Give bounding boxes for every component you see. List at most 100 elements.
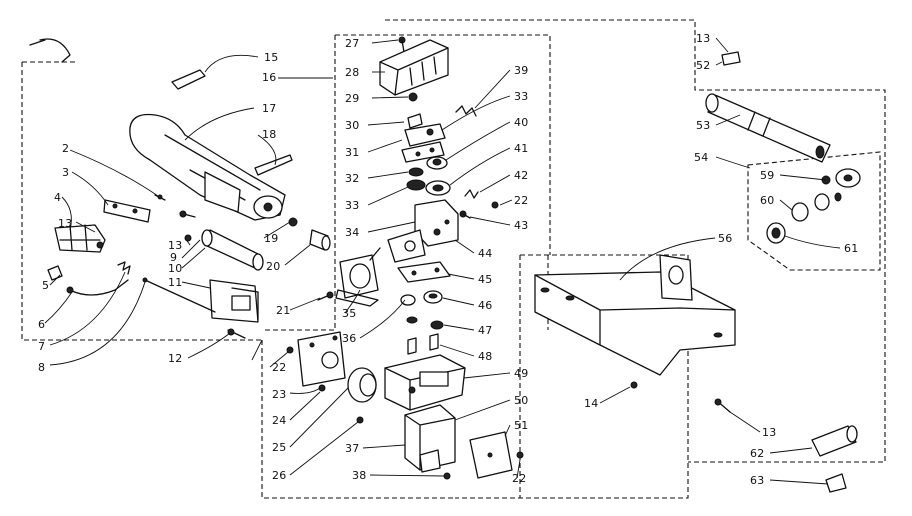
label-33a: 33 xyxy=(345,199,360,212)
label-60: 60 xyxy=(760,194,775,207)
part-2-pin xyxy=(154,194,166,201)
label-32: 32 xyxy=(345,172,360,185)
label-48: 48 xyxy=(478,350,493,363)
part-62-capacitor xyxy=(811,425,858,457)
label-49: 49 xyxy=(514,367,529,380)
part-63-clip xyxy=(825,473,847,493)
part-49-base-block xyxy=(384,354,466,411)
label-44: 44 xyxy=(478,247,493,260)
label-22b: 22 xyxy=(512,472,527,485)
part-11-cover xyxy=(209,279,259,323)
part-23-plate xyxy=(297,331,346,387)
label-30: 30 xyxy=(345,119,360,132)
part-36-pointer xyxy=(369,247,381,261)
label-11: 11 xyxy=(168,276,183,289)
part-41-cam xyxy=(425,180,451,196)
label-40: 40 xyxy=(514,116,529,129)
label-3: 3 xyxy=(62,166,69,179)
label-21: 21 xyxy=(276,304,291,317)
part-13-screw-b xyxy=(184,234,192,242)
part-9-cylinder xyxy=(201,229,264,271)
label-51: 51 xyxy=(514,419,529,432)
label-61: 61 xyxy=(844,242,859,255)
part-50-mount xyxy=(404,404,456,471)
part-60-coupling xyxy=(791,192,842,222)
label-34: 34 xyxy=(345,226,360,239)
label-5: 5 xyxy=(42,279,49,292)
label-38: 38 xyxy=(352,469,367,482)
part-14-screw xyxy=(630,381,638,389)
label-59: 59 xyxy=(760,169,775,182)
label-19: 19 xyxy=(264,232,279,245)
part-24-washer xyxy=(318,384,326,392)
part-46-bushing xyxy=(400,290,443,306)
part-34-bracket xyxy=(414,199,459,247)
label-14: 14 xyxy=(584,397,599,410)
part-59-valve xyxy=(821,168,861,188)
label-10: 10 xyxy=(168,262,183,275)
label-4: 4 xyxy=(54,191,61,204)
label-7: 7 xyxy=(38,340,45,353)
part-45-plate xyxy=(397,261,451,283)
label-50: 50 xyxy=(514,394,529,407)
part-19-nut xyxy=(288,217,298,227)
part-43-screw xyxy=(459,210,471,219)
label-13a: 13 xyxy=(58,217,73,230)
label-42: 42 xyxy=(514,169,529,182)
label-2: 2 xyxy=(62,142,69,155)
label-13d: 13 xyxy=(762,426,777,439)
label-15: 15 xyxy=(264,51,279,64)
label-16: 16 xyxy=(262,71,277,84)
label-52: 52 xyxy=(696,59,711,72)
part-5-nut xyxy=(47,265,63,281)
label-8: 8 xyxy=(38,361,45,374)
part-39-spring xyxy=(455,105,477,117)
label-20: 20 xyxy=(266,260,281,273)
part-32-plate xyxy=(401,141,445,163)
callout-labels: 15 16 17 18 2 3 4 13 5 6 7 8 13 9 10 11 … xyxy=(38,32,859,487)
leader-lines xyxy=(44,37,841,485)
label-35: 35 xyxy=(342,307,357,320)
part-20-fitting xyxy=(309,229,331,251)
part-28-cap xyxy=(379,39,449,96)
part-56-bracket xyxy=(534,254,736,376)
part-13-screw-right xyxy=(714,398,731,413)
part-7-spring xyxy=(117,261,131,275)
part-22-screw-b xyxy=(516,451,524,459)
part-51-cover xyxy=(469,431,513,479)
part-29-washer xyxy=(408,92,418,102)
assembly-boundary xyxy=(21,19,886,499)
label-36: 36 xyxy=(342,332,357,345)
label-6: 6 xyxy=(38,318,45,331)
label-12: 12 xyxy=(168,352,183,365)
label-39: 39 xyxy=(514,64,529,77)
part-22-screw-c xyxy=(286,346,294,354)
part-48-pins xyxy=(407,333,439,355)
part-40-gear xyxy=(426,156,448,170)
label-54: 54 xyxy=(694,151,709,164)
part-17-handle-housing xyxy=(129,113,286,221)
label-23: 23 xyxy=(272,388,287,401)
label-62: 62 xyxy=(750,447,765,460)
label-25: 25 xyxy=(272,441,287,454)
label-27: 27 xyxy=(345,37,360,50)
label-18: 18 xyxy=(262,128,277,141)
part-26-screw xyxy=(356,416,364,424)
part-15-clip xyxy=(171,69,206,90)
label-22a: 22 xyxy=(514,194,529,207)
label-29: 29 xyxy=(345,92,360,105)
part-6-wire xyxy=(66,279,129,296)
part-25-drum xyxy=(347,367,377,403)
label-63: 63 xyxy=(750,474,765,487)
label-9: 9 xyxy=(170,251,177,264)
label-41: 41 xyxy=(514,142,529,155)
part-30-spring xyxy=(407,113,423,129)
part-53-shaft xyxy=(705,93,831,163)
part-47-washer xyxy=(406,316,444,330)
label-28: 28 xyxy=(345,66,360,79)
label-45: 45 xyxy=(478,273,493,286)
part-3-bracket xyxy=(103,199,151,223)
part-13-clip-top xyxy=(721,51,741,66)
